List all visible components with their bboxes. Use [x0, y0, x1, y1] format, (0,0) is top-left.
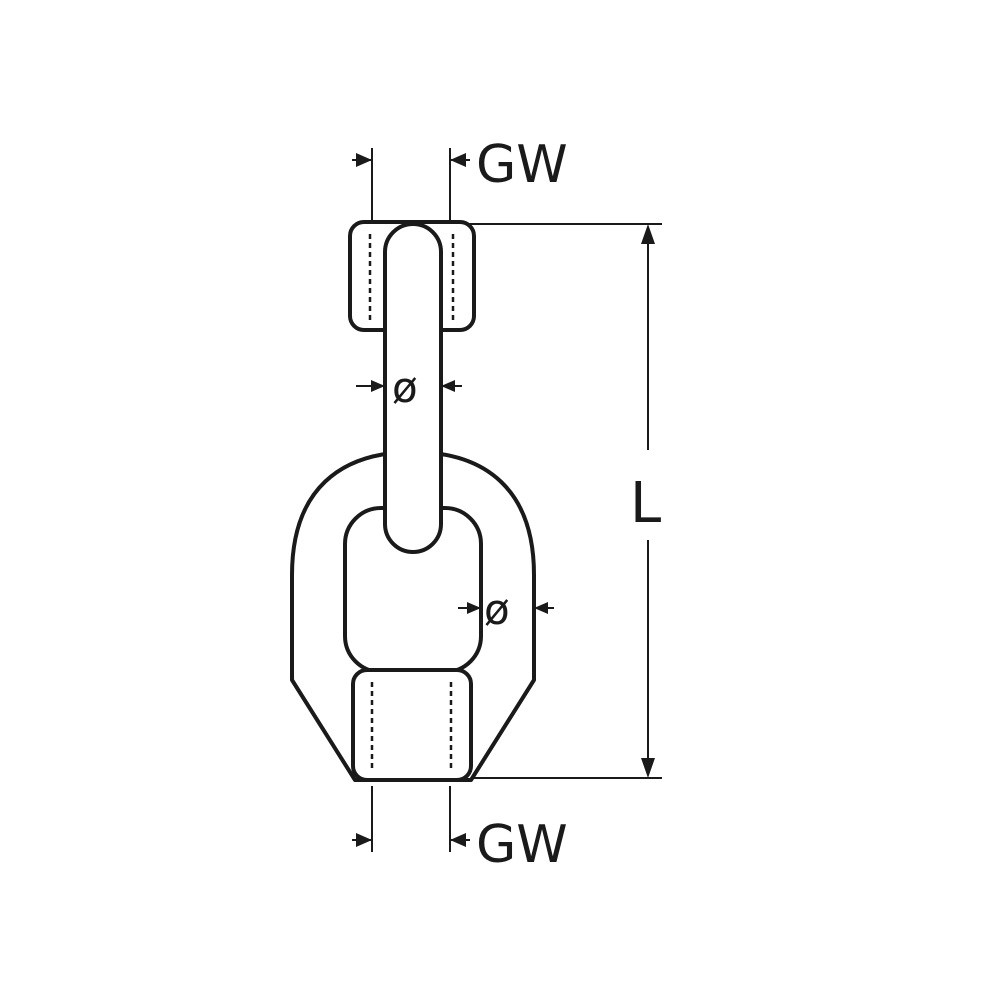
- diameter-link-label: ø: [392, 363, 418, 412]
- gw-bottom-label: GW: [476, 815, 568, 875]
- gw-dimension-top: [352, 148, 470, 220]
- diameter-body-label: ø: [484, 585, 510, 634]
- length-label: L: [630, 471, 661, 536]
- gw-top-label: GW: [476, 135, 568, 195]
- length-dimension: [468, 223, 662, 779]
- bottom-collar: [351, 668, 473, 782]
- gw-dimension-bottom: [352, 786, 470, 852]
- diameter-dimension-body: [458, 602, 554, 614]
- diameter-dimension-link: [356, 380, 462, 392]
- connecting-link: [383, 222, 443, 554]
